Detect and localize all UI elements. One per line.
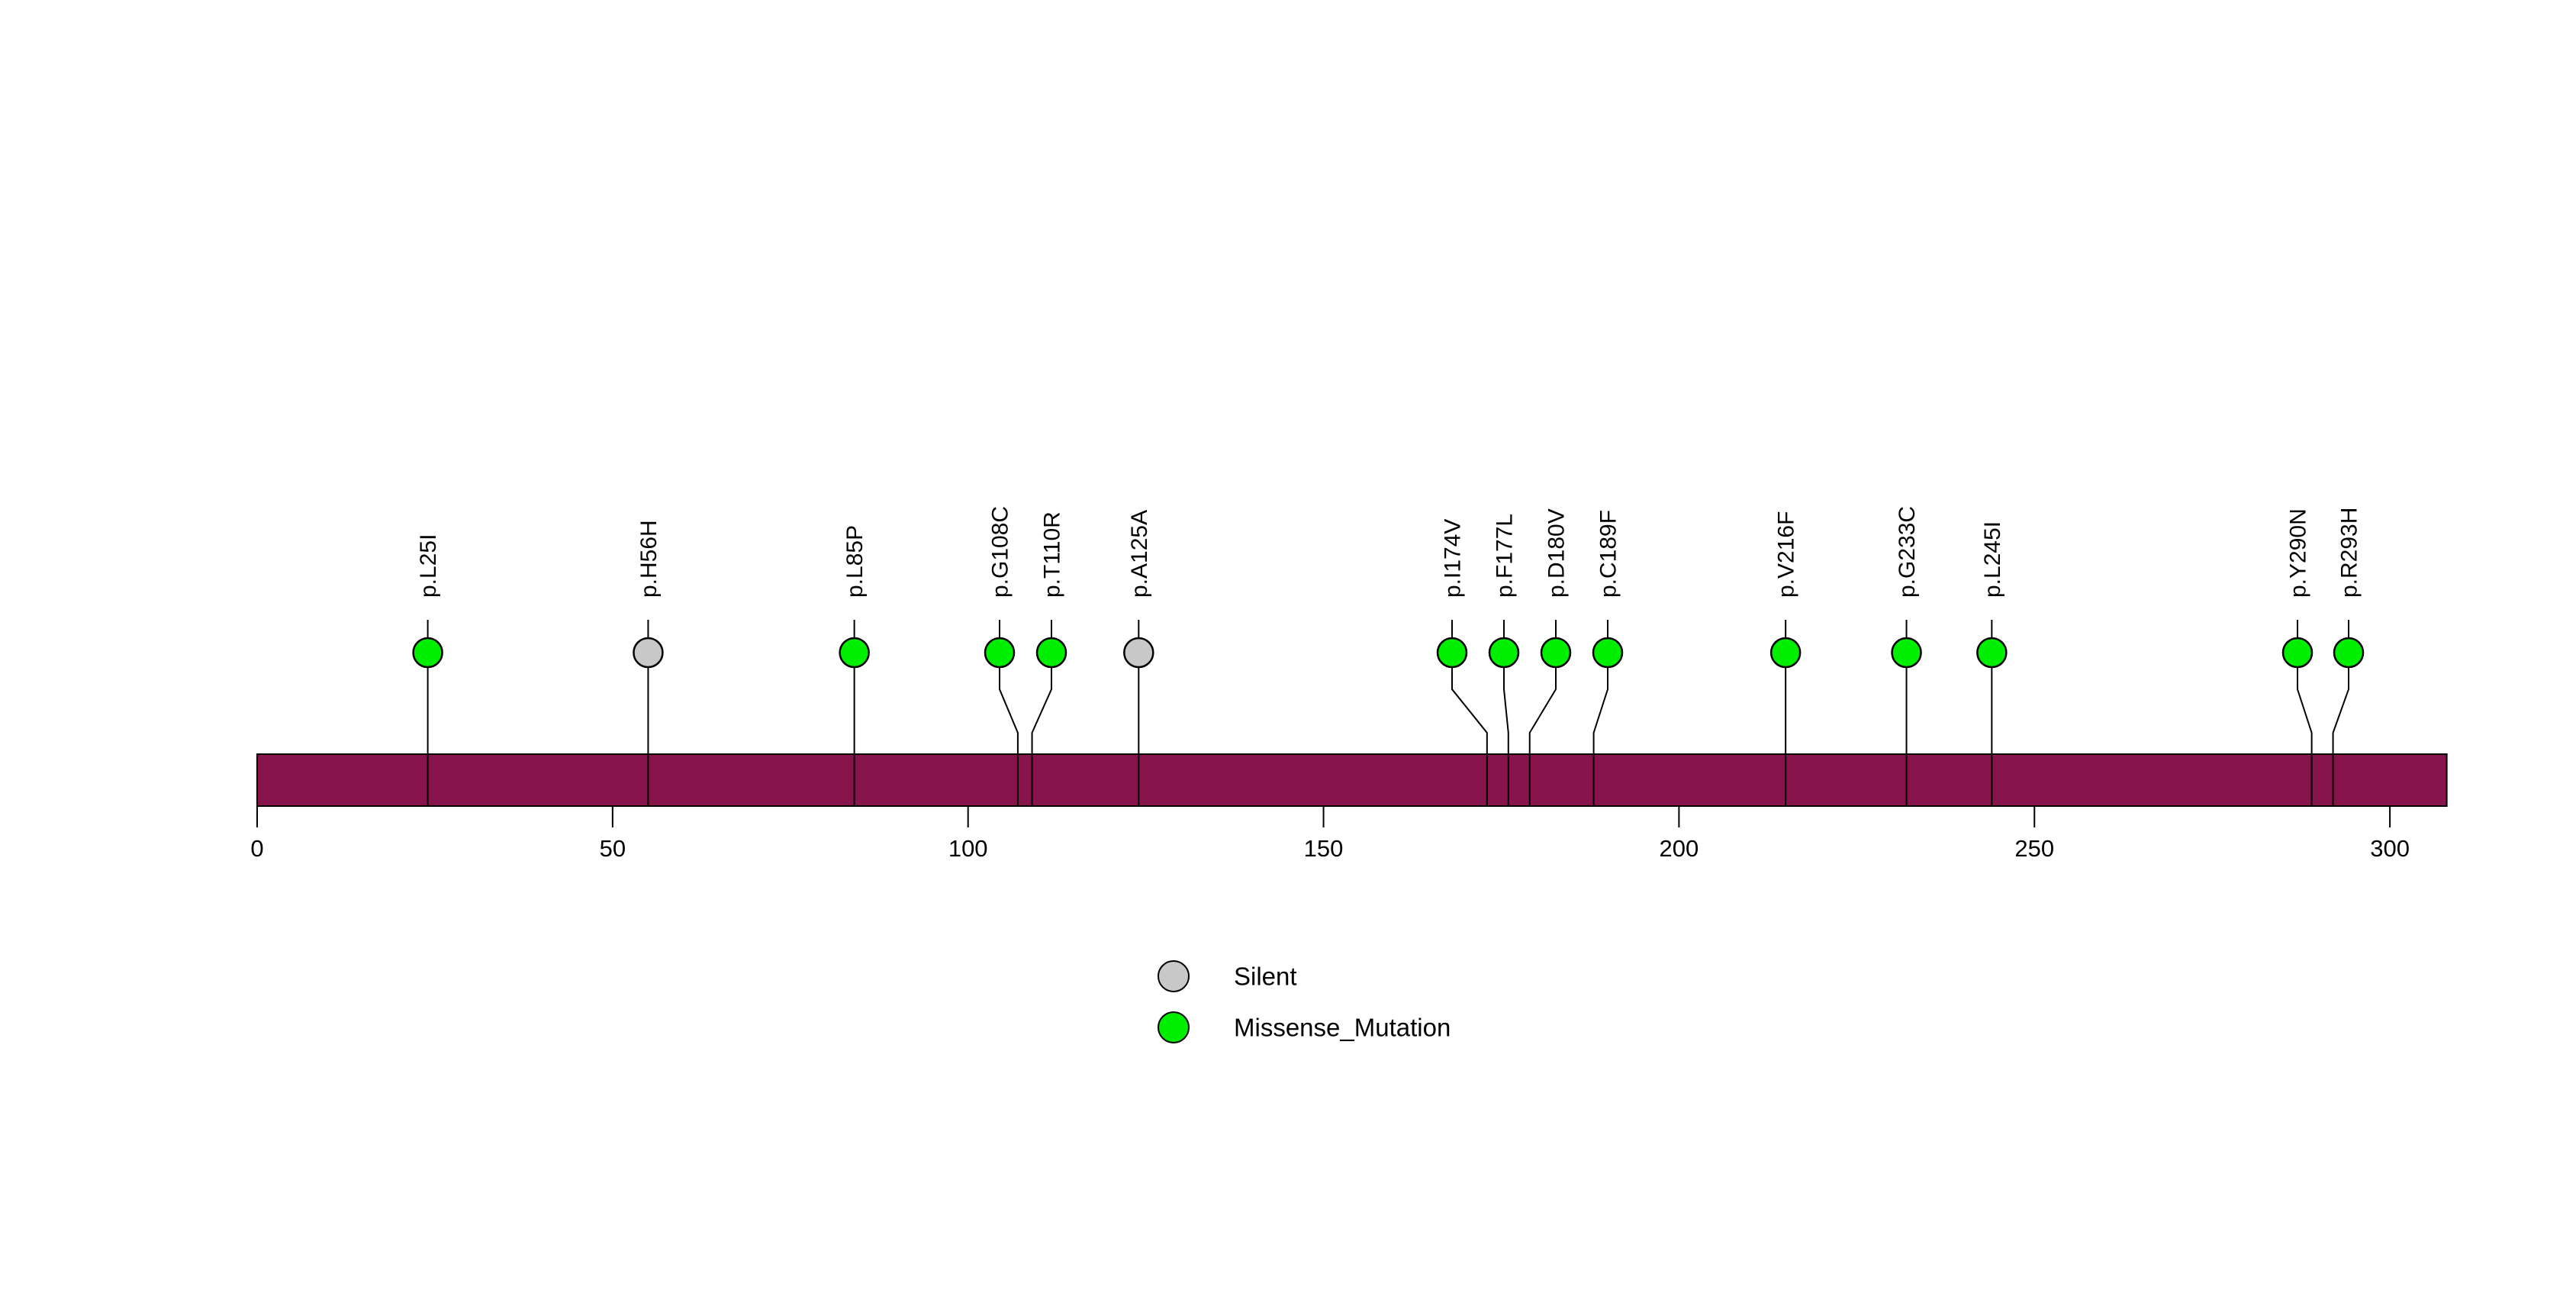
mutation-label: p.I174V bbox=[1441, 519, 1466, 598]
axis-tick-label: 250 bbox=[2014, 835, 2054, 862]
lollipop-heads: p.L25I p.H56H p.L85P p.G108C p.T110R p.A125A p… bbox=[412, 506, 2365, 669]
mutation-label: p.T110R bbox=[1040, 511, 1065, 598]
mutation-label: p.Y290N bbox=[2286, 508, 2311, 598]
lollipop-circle bbox=[1769, 637, 1802, 669]
lollipop-circle bbox=[1976, 637, 2008, 669]
legend-label-missense_mutation: Missense_Mutation bbox=[1234, 1014, 1451, 1042]
x-axis: 0 50 100 150 200 250 300 bbox=[250, 806, 2410, 862]
mutation-label: p.V216F bbox=[1774, 511, 1799, 598]
legend-label-silent: Silent bbox=[1234, 963, 1297, 991]
axis-tick-label: 300 bbox=[2370, 835, 2410, 862]
axis-tick-label: 100 bbox=[948, 835, 988, 862]
lollipop-circle bbox=[1123, 637, 1154, 669]
lollipop-circle bbox=[984, 637, 1016, 669]
lollipop-circle bbox=[633, 637, 664, 669]
axis-tick-label: 0 bbox=[250, 835, 263, 862]
legend-marker-silent bbox=[1158, 960, 1190, 992]
lollipop-circle bbox=[2333, 637, 2365, 669]
lollipop-circle bbox=[1592, 637, 1624, 669]
mutation-label: p.A125A bbox=[1127, 510, 1152, 598]
axis-tick-label: 50 bbox=[600, 835, 626, 862]
lollipop-circle bbox=[1488, 637, 1520, 669]
lollipop-circle bbox=[412, 637, 443, 669]
lollipop-circle bbox=[1540, 637, 1572, 669]
axis-tick-label: 200 bbox=[1660, 835, 1699, 862]
mutation-label: p.L245I bbox=[1980, 521, 2005, 598]
axis-tick-label: 150 bbox=[1304, 835, 1344, 862]
mutation-label: p.G233C bbox=[1895, 506, 1920, 598]
mutation-label: p.D180V bbox=[1544, 508, 1570, 598]
lollipop-circle bbox=[1891, 637, 1922, 669]
mutation-label: p.R293H bbox=[2337, 508, 2362, 598]
mutation-label: p.L25I bbox=[416, 534, 441, 598]
mutation-label: p.C189F bbox=[1596, 510, 1621, 598]
legend-marker-missense_mutation bbox=[1158, 1011, 1190, 1043]
mutation-label: p.F177L bbox=[1492, 514, 1518, 598]
mutation-label: p.G108C bbox=[988, 506, 1013, 598]
protein-bar bbox=[256, 753, 2448, 807]
lollipop-circle bbox=[1035, 637, 1067, 669]
lollipop-circle bbox=[1436, 637, 1468, 669]
mutation-label: p.L85P bbox=[842, 525, 868, 598]
lollipop-circle bbox=[2281, 637, 2314, 669]
mutation-label: p.H56H bbox=[636, 520, 662, 598]
lollipop-circle bbox=[839, 637, 870, 669]
